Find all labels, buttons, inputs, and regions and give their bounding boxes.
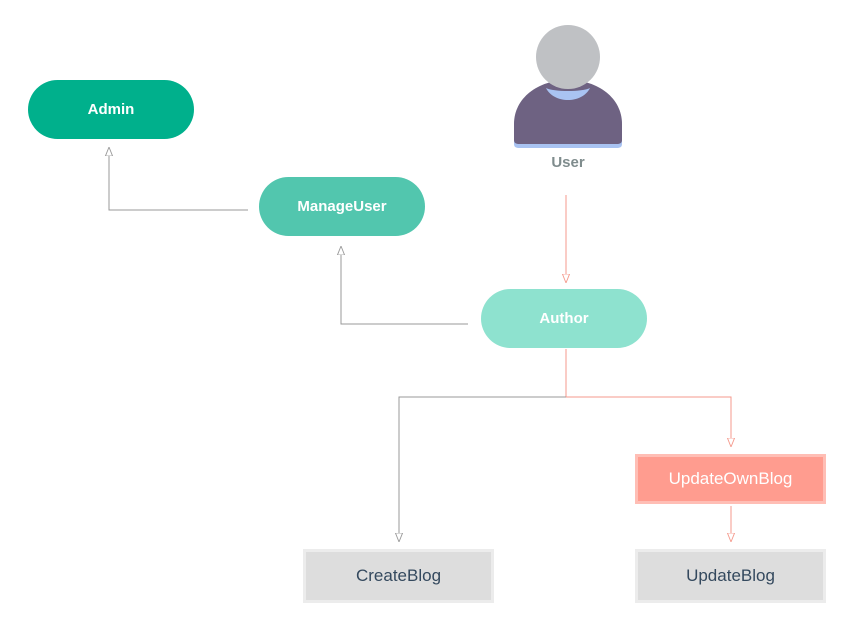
role-node-manageuser[interactable]: ManageUser	[259, 177, 425, 236]
edge-author-createblog	[399, 396, 566, 541]
role-node-admin[interactable]: Admin	[28, 80, 194, 139]
user-label: User	[551, 154, 585, 171]
role-node-author[interactable]: Author	[481, 289, 647, 348]
permission-node-updateownblog[interactable]: UpdateOwnBlog	[635, 454, 826, 504]
permission-node-createblog[interactable]: CreateBlog	[303, 549, 494, 603]
permission-node-updateblog[interactable]: UpdateBlog	[635, 549, 826, 603]
edge-manageuser-admin	[109, 148, 248, 211]
edge-author-updateownblog	[566, 396, 731, 446]
edge-author-manageuser	[341, 247, 468, 325]
user-avatar-icon	[514, 25, 622, 148]
